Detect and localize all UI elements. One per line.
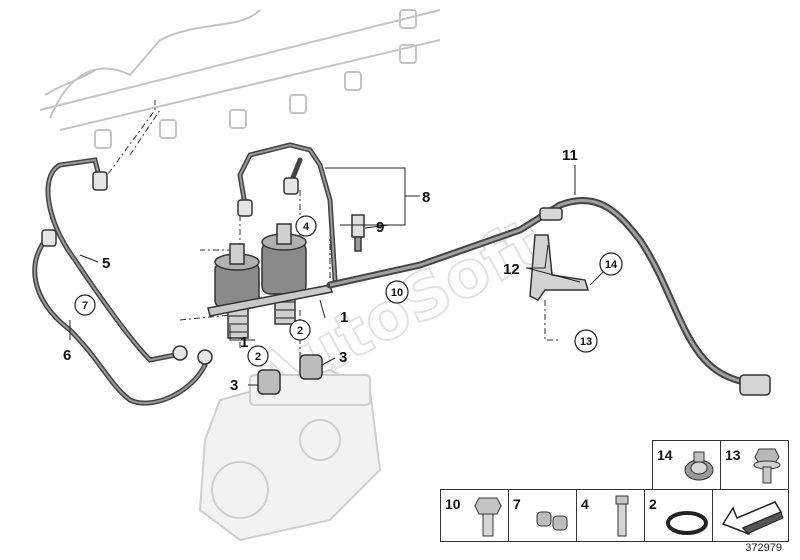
- callout-3b: 3: [339, 349, 347, 366]
- bolt-with-washer-icon: [753, 448, 781, 484]
- svg-text:2: 2: [297, 325, 303, 337]
- callout-lines: [69, 165, 606, 386]
- sensor-9: [351, 214, 365, 252]
- svg-text:13: 13: [580, 336, 592, 348]
- callout-3a: 3: [230, 377, 238, 394]
- callout-12: 12: [503, 261, 520, 278]
- legend-cell-14: 14: [652, 440, 721, 490]
- fuel-line-8-inner: [238, 143, 336, 281]
- svg-text:7: 7: [82, 300, 88, 312]
- line-fittings: [41, 171, 213, 365]
- legend-cell-13: 13: [720, 440, 789, 490]
- double-clip-icon: [536, 511, 568, 531]
- legend-cell-arrow: [712, 489, 789, 542]
- circled-callout-14: 14: [599, 252, 623, 276]
- stud-bolt-icon: [615, 495, 629, 537]
- fuel-line-6-inner: [33, 234, 206, 405]
- legend-cell-4: 4: [576, 489, 645, 542]
- fuel-line-6: [32, 232, 208, 406]
- callout-8: 8: [422, 189, 430, 206]
- legend-number: 4: [581, 496, 589, 512]
- callout-5: 5: [102, 255, 110, 272]
- diagram-id: 372979: [745, 542, 782, 554]
- circled-callout-10: 10: [385, 280, 409, 304]
- svg-text:14: 14: [605, 259, 618, 271]
- svg-text:10: 10: [391, 287, 403, 299]
- hose-fittings: [539, 207, 771, 396]
- circled-callout-2b: 2: [247, 345, 269, 367]
- pump-unit-right: [261, 223, 307, 325]
- callout-9: 9: [376, 219, 384, 236]
- svg-text:2: 2: [255, 351, 261, 363]
- callout-6: 6: [63, 347, 71, 364]
- line-8-fittings: [237, 177, 299, 217]
- legend-cell-10: 10: [440, 489, 509, 542]
- circled-callout-13: 13: [574, 329, 598, 353]
- callout-1a: 1: [240, 334, 248, 351]
- circled-callout-7: 7: [74, 294, 96, 316]
- bracket-12: [529, 234, 590, 301]
- direction-arrow-icon: [721, 501, 784, 535]
- legend-number: 13: [725, 447, 741, 463]
- fuel-hose-11-inner: [329, 199, 761, 387]
- pump-bracket: [207, 284, 333, 317]
- pump-ghost: [198, 368, 382, 542]
- legend-cell-7: 7: [508, 489, 577, 542]
- sleeves-3: [257, 354, 323, 395]
- circled-callout-4: 4: [295, 215, 317, 237]
- o-ring-icon: [666, 511, 708, 535]
- legend-number: 7: [513, 496, 521, 512]
- hex-bolt-icon: [474, 497, 502, 537]
- svg-text:4: 4: [303, 221, 310, 233]
- clamp-icon: [684, 451, 714, 481]
- legend-number: 2: [649, 496, 657, 512]
- legend-number: 10: [445, 496, 461, 512]
- legend-number: 14: [657, 447, 673, 463]
- legend-cell-2: 2: [644, 489, 713, 542]
- fuel-line-5-inner: [47, 158, 176, 362]
- callout-11: 11: [562, 147, 578, 164]
- circled-callout-2a: 2: [289, 319, 311, 341]
- pump-unit-left: [214, 243, 260, 339]
- callout-1b: 1: [340, 309, 348, 326]
- fuel-rail-ghost: [39, 9, 441, 149]
